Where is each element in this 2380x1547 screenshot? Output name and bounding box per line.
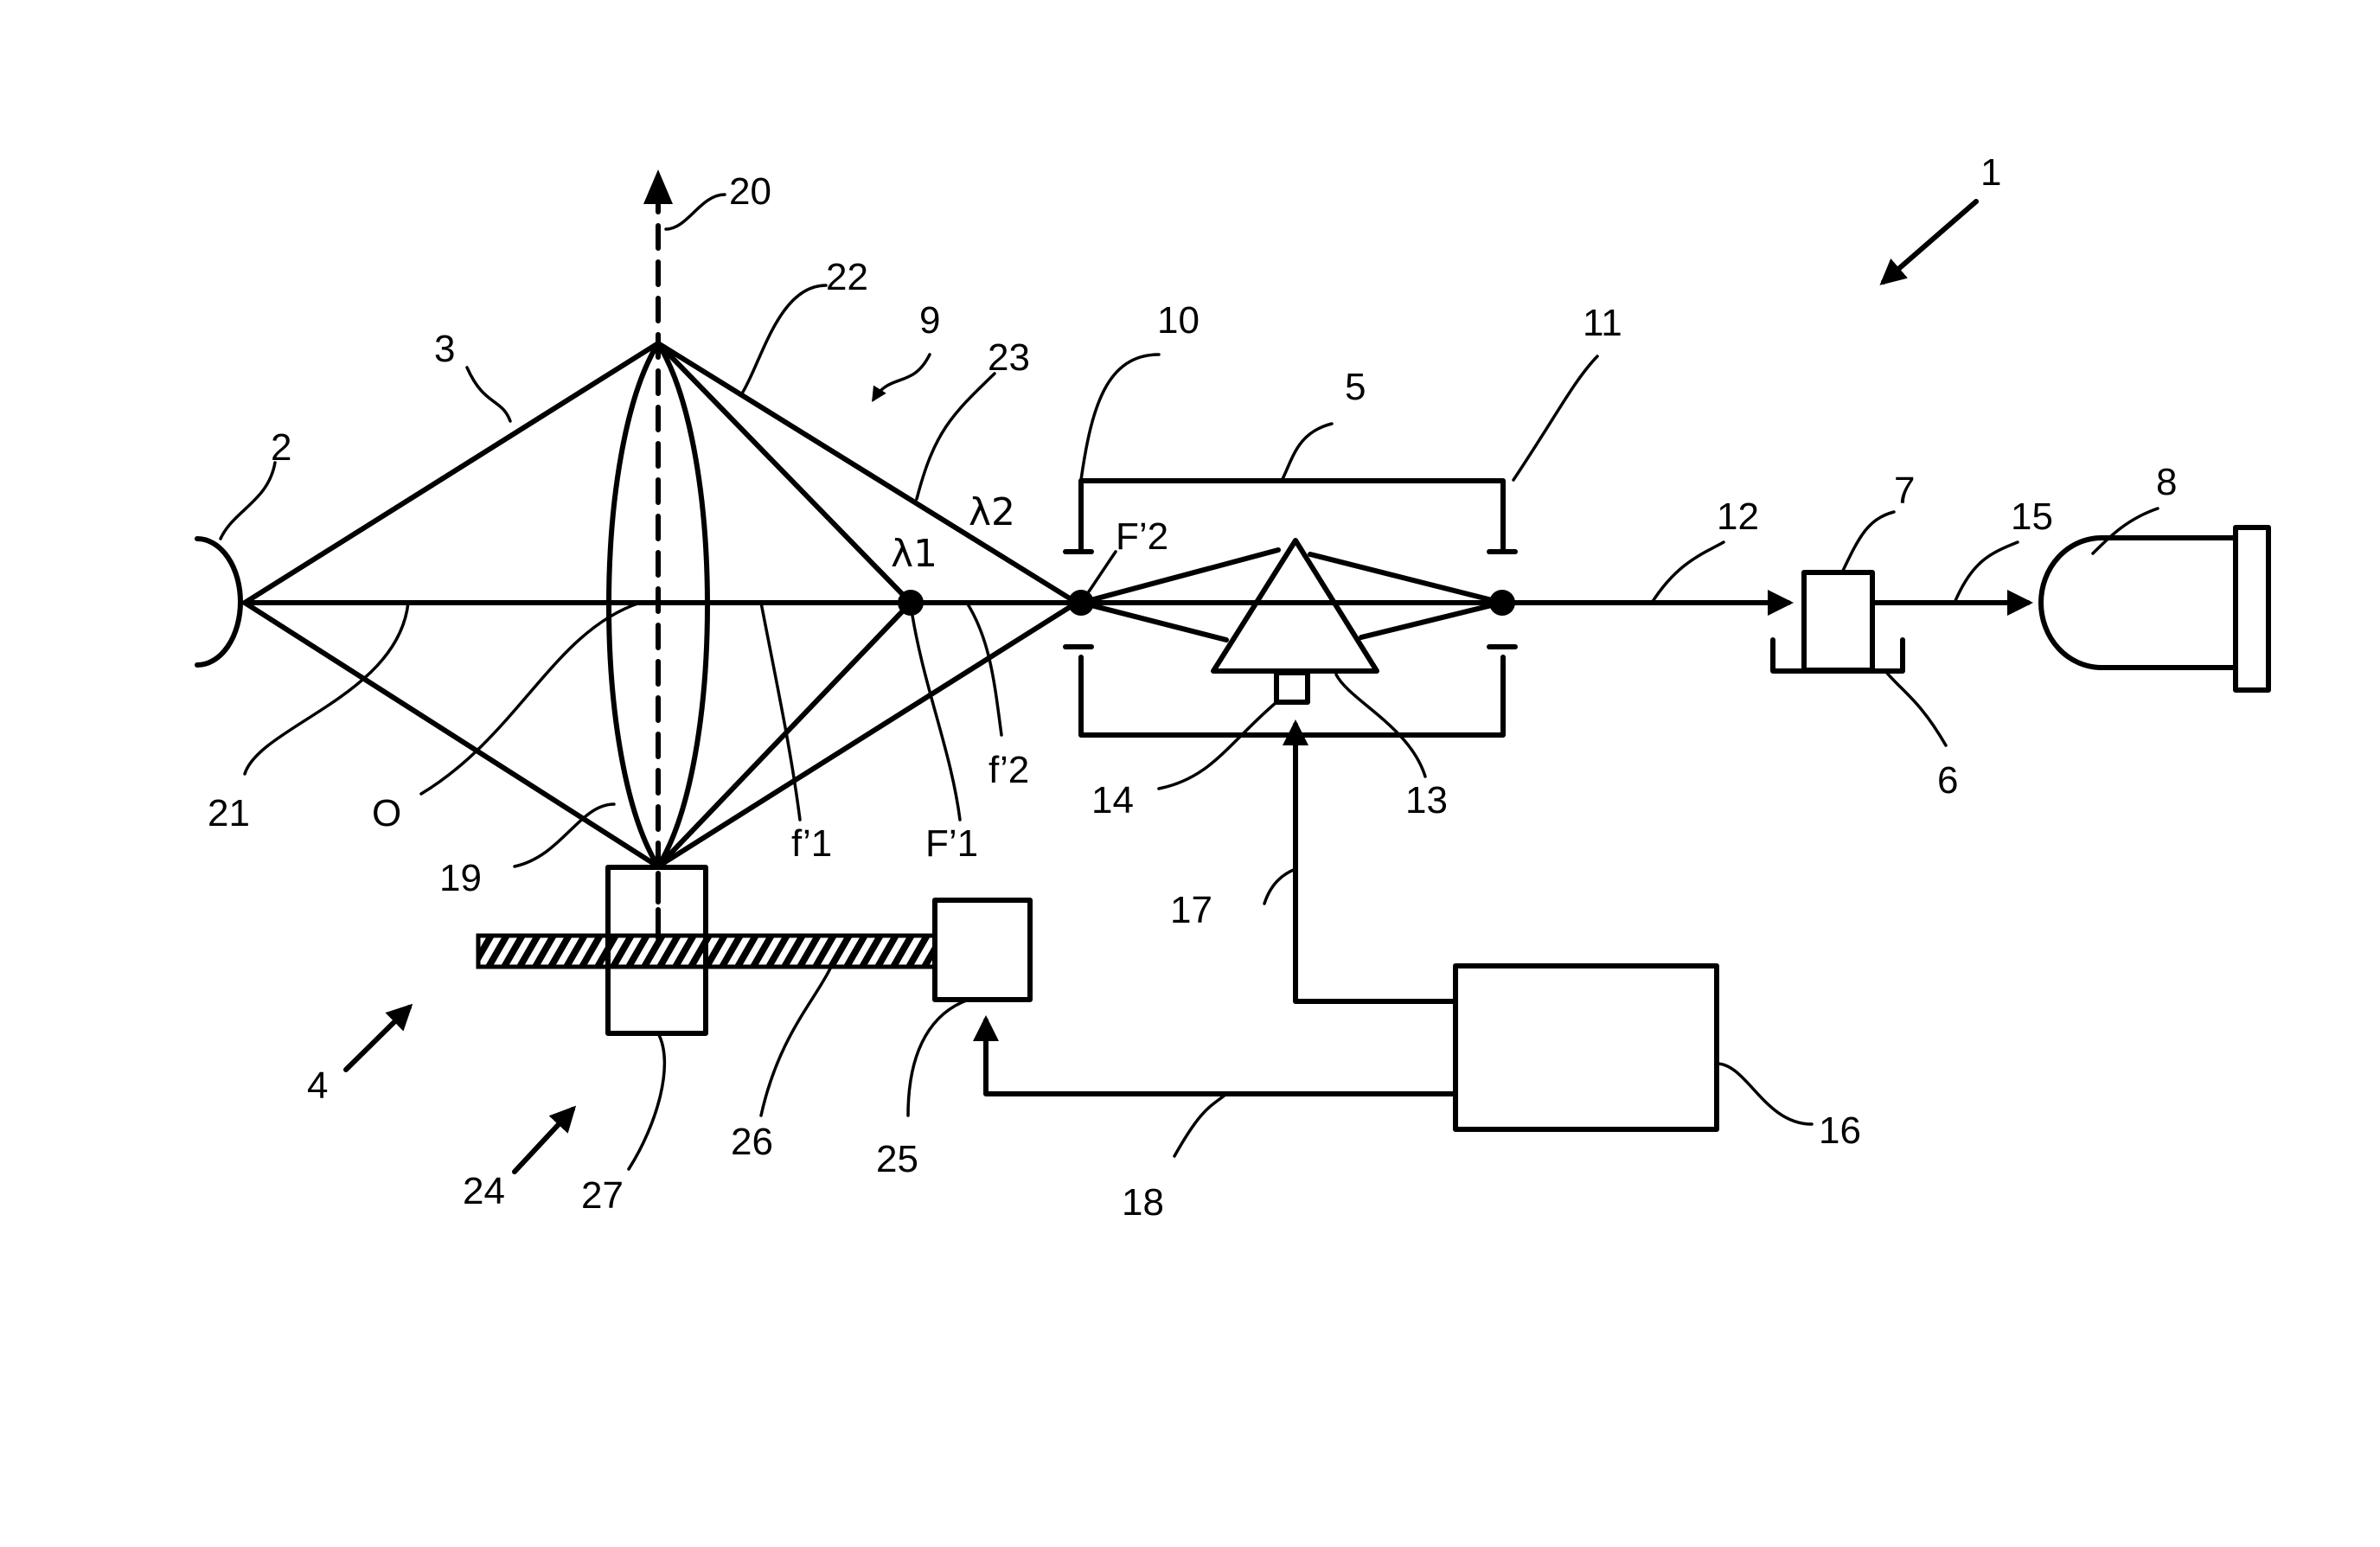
ray-3 <box>245 343 658 603</box>
label-11: 11 <box>1583 302 1622 344</box>
leader-23 <box>917 374 995 499</box>
ray-23-upper <box>658 343 1077 603</box>
leader-F2 <box>1085 552 1116 597</box>
label-18: 18 <box>1122 1181 1164 1224</box>
label-22: 22 <box>826 256 868 298</box>
leader-19 <box>515 804 614 866</box>
label-15: 15 <box>2011 495 2053 538</box>
label-6: 6 <box>1937 759 1958 802</box>
label-12: 12 <box>1717 495 1759 538</box>
leader-26 <box>761 968 830 1116</box>
leader-16 <box>1717 1064 1812 1124</box>
arrow-24 <box>515 1109 573 1172</box>
leader-13 <box>1336 674 1425 777</box>
control-line-17 <box>1296 725 1456 1001</box>
label-2: 2 <box>271 426 291 469</box>
leader-25 <box>908 1000 969 1116</box>
label-19: 19 <box>439 857 482 899</box>
label-focal-length2: f’2 <box>988 749 1029 791</box>
sample-holder <box>1773 640 1903 671</box>
label-10: 10 <box>1157 299 1200 342</box>
leader-7 <box>1842 512 1894 572</box>
sample-cell <box>1804 572 1872 670</box>
leader-10 <box>1081 355 1159 480</box>
label-17: 17 <box>1170 889 1212 931</box>
arrow-4 <box>346 1007 409 1070</box>
leader-20 <box>666 195 725 229</box>
label-1: 1 <box>1980 151 2001 194</box>
leader-12 <box>1652 542 1724 603</box>
leader-14 <box>1159 702 1276 789</box>
control-line-18 <box>986 1020 1456 1094</box>
arrow-head-20 <box>643 169 673 204</box>
label-20: 20 <box>729 170 771 213</box>
label-8: 8 <box>2156 461 2177 503</box>
label-27: 27 <box>581 1174 624 1217</box>
label-25: 25 <box>876 1138 918 1180</box>
ray-23-lower <box>658 603 1077 866</box>
leader-15 <box>1955 542 2018 603</box>
label-focal-length1: f’1 <box>791 822 832 865</box>
leader-5 <box>1282 424 1332 481</box>
label-14: 14 <box>1091 779 1134 821</box>
leader-11 <box>1513 356 1597 480</box>
arrow-9 <box>873 355 930 400</box>
label-26: 26 <box>731 1121 773 1163</box>
label-9: 9 <box>919 299 940 342</box>
label-focal-point2: F’2 <box>1116 515 1168 558</box>
arrow-1 <box>1884 201 1976 282</box>
prism-ray-2 <box>1081 603 1226 640</box>
label-focal-point1: F’1 <box>925 822 978 865</box>
label-24: 24 <box>463 1170 505 1212</box>
label-7: 7 <box>1894 470 1915 512</box>
leader-2 <box>221 463 275 539</box>
leader-3 <box>467 368 510 421</box>
prism-ray-4 <box>1361 603 1502 637</box>
label-3: 3 <box>434 328 455 370</box>
label-5: 5 <box>1345 366 1366 408</box>
leader-27 <box>629 1033 664 1169</box>
prism-ray-3 <box>1310 554 1502 603</box>
detector-plate <box>2236 527 2268 690</box>
leader-18 <box>1174 1094 1226 1156</box>
motor-box <box>935 900 1030 1000</box>
label-23: 23 <box>988 336 1030 379</box>
label-13: 13 <box>1405 779 1448 821</box>
leader-8 <box>2093 508 2158 553</box>
ray-lower <box>245 603 658 866</box>
light-source <box>197 539 240 665</box>
controller-box <box>1456 966 1717 1129</box>
leader-17 <box>1264 869 1296 904</box>
label-lambda2: λ2 <box>969 490 1015 534</box>
detector <box>2041 538 2236 668</box>
leader-6 <box>1885 671 1946 745</box>
label-4: 4 <box>307 1064 328 1107</box>
prism-mount-14 <box>1276 673 1308 702</box>
leader-F1 <box>912 616 960 820</box>
label-21: 21 <box>208 792 250 834</box>
label-lambda1: λ1 <box>891 532 937 576</box>
label-16: 16 <box>1819 1109 1861 1152</box>
label-origin: O <box>372 792 401 834</box>
focal-point-lambda1 <box>898 590 924 616</box>
leader-22 <box>742 285 826 393</box>
